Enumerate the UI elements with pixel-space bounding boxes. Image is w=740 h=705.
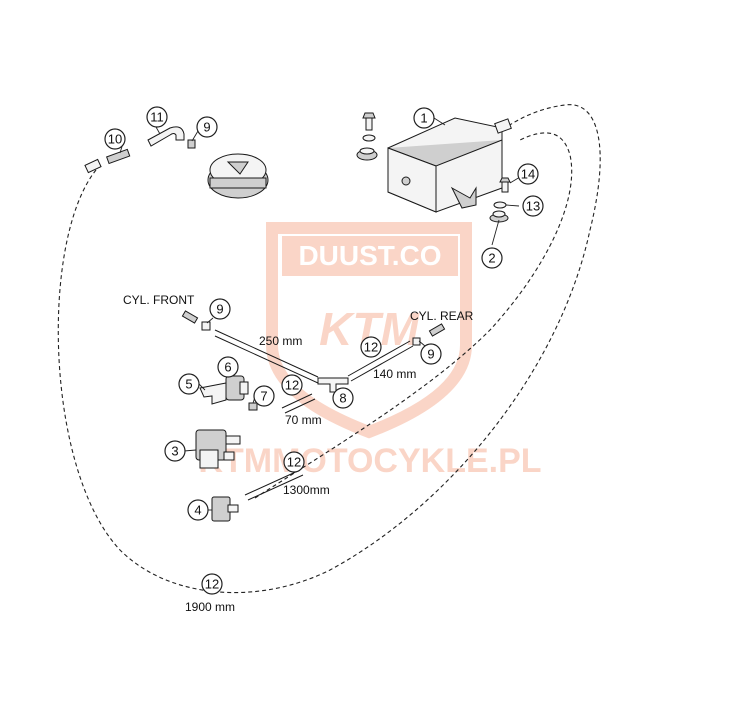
callout-12-1900: 12 xyxy=(201,573,223,595)
callout-12-250: 12 xyxy=(360,336,382,358)
callout-9-rear: 9 xyxy=(420,343,442,365)
callout-14: 14 xyxy=(517,163,539,185)
svg-text:10: 10 xyxy=(108,132,122,147)
svg-text:1: 1 xyxy=(420,111,427,126)
watermark-site: KTMMOTOCYKLE.PL xyxy=(198,442,541,480)
hose-1300-start xyxy=(244,469,304,501)
hose-250mm xyxy=(214,329,319,384)
svg-text:9: 9 xyxy=(427,347,434,362)
part-1-canister xyxy=(387,117,512,213)
callout-7: 7 xyxy=(253,385,275,407)
callout-12-70: 12 xyxy=(281,374,303,396)
svg-text:8: 8 xyxy=(339,391,346,406)
callout-2: 2 xyxy=(481,247,503,269)
part-13-washer xyxy=(493,201,507,209)
svg-text:3: 3 xyxy=(171,444,178,459)
part-9-valve-top xyxy=(187,139,196,149)
callout-3: 3 xyxy=(164,440,186,462)
part-6-valve-body xyxy=(225,375,249,401)
callout-9-top: 9 xyxy=(196,116,218,138)
callout-13: 13 xyxy=(522,195,544,217)
part-3-solenoid xyxy=(195,429,241,469)
label-cyl-front: CYL. FRONT xyxy=(123,293,195,307)
part-11-elbow-hose xyxy=(147,126,185,147)
label-140mm: 140 mm xyxy=(373,367,416,381)
hose-140mm xyxy=(347,340,414,382)
label-1300mm: 1300mm xyxy=(283,483,330,497)
watermark-banner xyxy=(282,236,458,276)
part-screw-top xyxy=(356,112,378,161)
label-250mm: 250 mm xyxy=(259,334,302,348)
part-10-nipple xyxy=(84,148,131,174)
part-14-screw xyxy=(499,177,511,193)
svg-text:5: 5 xyxy=(185,377,192,392)
part-4-valve xyxy=(211,496,239,522)
callout-5: 5 xyxy=(178,373,200,395)
svg-text:9: 9 xyxy=(203,120,210,135)
hose-1300mm xyxy=(254,132,573,499)
part-7-nut xyxy=(248,402,258,411)
part-9-valve-rear xyxy=(412,323,446,346)
svg-text:12: 12 xyxy=(205,577,219,592)
svg-text:14: 14 xyxy=(521,167,535,182)
callout-12-1300: 12 xyxy=(283,451,305,473)
svg-text:12: 12 xyxy=(285,378,299,393)
svg-text:4: 4 xyxy=(194,503,201,518)
watermark-shield-icon xyxy=(266,222,472,439)
svg-text:11: 11 xyxy=(150,110,164,125)
svg-text:12: 12 xyxy=(287,455,301,470)
callout-9-front: 9 xyxy=(209,298,231,320)
svg-text:6: 6 xyxy=(224,360,231,375)
fuel-cap xyxy=(207,153,269,199)
watermark-brand: DUUST.CO xyxy=(298,240,441,271)
part-5-bracket xyxy=(199,382,227,405)
callout-10: 10 xyxy=(104,128,126,150)
svg-text:9: 9 xyxy=(216,302,223,317)
svg-text:12: 12 xyxy=(364,340,378,355)
callout-8: 8 xyxy=(332,387,354,409)
callout-1: 1 xyxy=(413,107,435,129)
callout-11: 11 xyxy=(146,106,168,128)
label-70mm: 70 mm xyxy=(285,413,322,427)
svg-text:7: 7 xyxy=(260,389,267,404)
label-1900mm: 1900 mm xyxy=(185,600,235,614)
callout-6: 6 xyxy=(217,356,239,378)
svg-text:2: 2 xyxy=(488,251,495,266)
watermark: DUUST.CO KTM KTMMOTOCYKLE.PL xyxy=(198,222,542,480)
svg-text:13: 13 xyxy=(526,199,540,214)
hose-70mm xyxy=(281,393,316,414)
callout-4: 4 xyxy=(187,499,209,521)
label-cyl-rear: CYL. REAR xyxy=(410,309,474,323)
part-9-valve-front xyxy=(181,310,211,331)
part-2-grommet xyxy=(489,210,509,223)
